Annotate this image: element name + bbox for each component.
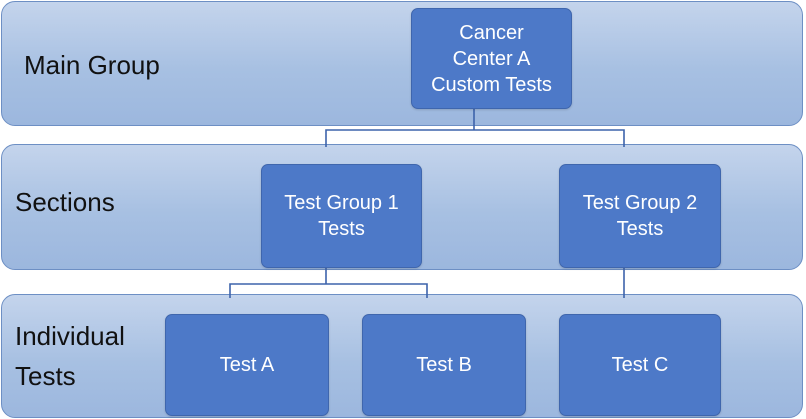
node-test-b: Test B: [362, 314, 526, 416]
node-test-c: Test C: [559, 314, 721, 416]
node-test-group-1: Test Group 1 Tests: [261, 164, 422, 268]
band-label-main-group: Main Group: [24, 50, 160, 80]
band-label-individual-tests: Individual Tests: [15, 321, 125, 391]
node-test-a: Test A: [165, 314, 329, 416]
band-label-sections: Sections: [15, 187, 115, 217]
node-test-group-2: Test Group 2 Tests: [559, 164, 721, 268]
band-main-group: [1, 1, 803, 126]
node-cancer-center-a-custom-tests: Cancer Center A Custom Tests: [411, 8, 572, 109]
